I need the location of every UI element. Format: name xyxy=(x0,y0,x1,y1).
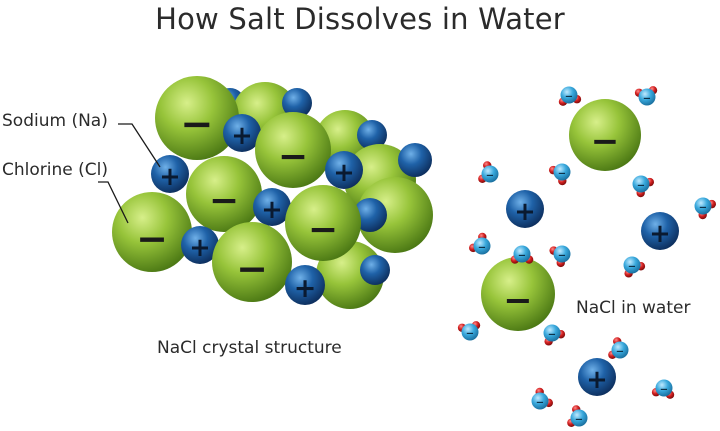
oxygen-atom xyxy=(655,379,673,397)
partial-charge-symbol: − xyxy=(643,94,651,105)
water-caption: NaCl in water xyxy=(576,298,691,318)
water-molecule: − xyxy=(510,245,534,264)
water-molecule: − xyxy=(531,387,554,410)
oxygen-atom xyxy=(570,409,588,427)
negative-charge-symbol: − xyxy=(278,135,308,177)
sodium-ion xyxy=(357,120,387,150)
positive-charge-symbol: + xyxy=(514,197,535,227)
sodium-ion: + xyxy=(325,151,363,189)
partial-charge-symbol: − xyxy=(548,330,556,341)
sodium-ion: + xyxy=(253,188,291,226)
water-molecule: − xyxy=(457,321,481,341)
partial-charge-symbol: − xyxy=(637,181,645,192)
positive-charge-symbol: + xyxy=(261,195,282,225)
partial-charge-symbol: − xyxy=(660,385,668,396)
negative-charge-symbol: − xyxy=(236,246,268,290)
partial-charge-symbol: − xyxy=(558,251,566,262)
chlorine-ion: − xyxy=(112,192,192,272)
oxygen-atom xyxy=(531,392,549,410)
chlorine-ion: − xyxy=(255,112,331,188)
water-molecule: − xyxy=(543,324,566,346)
sodium-ion: + xyxy=(641,212,679,250)
sodium-ion xyxy=(360,255,390,285)
negative-charge-symbol: − xyxy=(209,179,239,221)
chlorine-ion: − xyxy=(212,222,292,302)
negative-charge-symbol: − xyxy=(591,121,620,161)
partial-charge-symbol: − xyxy=(478,243,486,254)
sodium-ion: + xyxy=(285,265,325,305)
chlorine-ion: − xyxy=(481,257,555,331)
water-molecule: − xyxy=(694,197,717,220)
chlorine-ion: − xyxy=(186,156,262,232)
sodium-ion xyxy=(398,143,432,177)
water-molecule: − xyxy=(558,86,582,106)
oxygen-atom xyxy=(481,165,499,183)
chlorine-ion xyxy=(357,177,433,253)
positive-charge-symbol: + xyxy=(294,273,317,304)
partial-charge-symbol: − xyxy=(565,92,573,103)
water-molecule: − xyxy=(651,379,675,399)
water-molecule: − xyxy=(478,161,499,183)
chlorine-ion: − xyxy=(285,185,361,261)
negative-charge-symbol: − xyxy=(308,208,338,250)
water-molecule: − xyxy=(549,245,571,268)
positive-charge-symbol: + xyxy=(159,162,180,192)
negative-charge-symbol: − xyxy=(180,102,213,148)
oxygen-atom xyxy=(473,237,491,255)
positive-charge-symbol: + xyxy=(333,158,354,188)
partial-charge-symbol: − xyxy=(575,415,583,426)
oxygen-atom xyxy=(623,256,641,274)
partial-charge-symbol: − xyxy=(558,169,566,180)
nacl-in-water: −++−+−−−−−−−−−−−−−−−− xyxy=(457,86,717,427)
partial-charge-symbol: − xyxy=(616,347,624,358)
partial-charge-symbol: − xyxy=(518,251,526,262)
chlorine-label: Chlorine (Cl) xyxy=(2,160,108,180)
chlorine-ion: − xyxy=(155,76,239,160)
oxygen-atom xyxy=(461,323,479,341)
sodium-ion: + xyxy=(181,226,219,264)
water-molecule: − xyxy=(632,175,655,198)
nacl-crystal-structure: −+−+−++−−+−+ xyxy=(112,76,433,309)
water-molecule: − xyxy=(468,232,491,255)
partial-charge-symbol: − xyxy=(536,398,544,409)
sodium-ion: + xyxy=(506,190,544,228)
positive-charge-symbol: + xyxy=(231,121,252,151)
oxygen-atom xyxy=(560,86,578,104)
diagram-title: How Salt Dissolves in Water xyxy=(155,2,565,36)
label-pointer-lines xyxy=(98,123,161,224)
crystal-caption: NaCl crystal structure xyxy=(157,338,342,358)
sodium-ion: + xyxy=(578,358,616,396)
water-molecule: − xyxy=(567,405,588,427)
sodium-ion: + xyxy=(151,155,189,193)
oxygen-atom xyxy=(553,163,571,181)
partial-charge-symbol: − xyxy=(699,203,707,214)
oxygen-atom xyxy=(513,245,531,263)
water-molecule: − xyxy=(608,337,629,359)
chlorine-ion: − xyxy=(569,99,641,171)
sodium-ion xyxy=(353,198,387,232)
oxygen-atom xyxy=(694,197,712,215)
water-molecule: − xyxy=(634,86,658,106)
oxygen-atom xyxy=(611,341,629,359)
oxygen-atom xyxy=(553,245,571,263)
positive-charge-symbol: + xyxy=(189,233,210,263)
oxygen-atom xyxy=(638,88,656,106)
sodium-pointer-line xyxy=(118,123,161,168)
oxygen-atom xyxy=(632,175,650,193)
chlorine-pointer-line xyxy=(98,181,129,224)
sodium-ion: + xyxy=(223,114,261,152)
water-molecule: − xyxy=(548,163,571,186)
partial-charge-symbol: − xyxy=(486,171,494,182)
positive-charge-symbol: + xyxy=(586,365,607,395)
negative-charge-symbol: − xyxy=(503,280,532,321)
positive-charge-symbol: + xyxy=(649,219,670,249)
sodium-ion xyxy=(282,88,312,118)
sodium-label: Sodium (Na) xyxy=(2,111,108,131)
oxygen-atom xyxy=(543,324,561,342)
negative-charge-symbol: − xyxy=(136,216,168,260)
partial-charge-symbol: − xyxy=(628,262,636,273)
partial-charge-symbol: − xyxy=(466,329,474,340)
water-molecule: − xyxy=(623,256,646,278)
